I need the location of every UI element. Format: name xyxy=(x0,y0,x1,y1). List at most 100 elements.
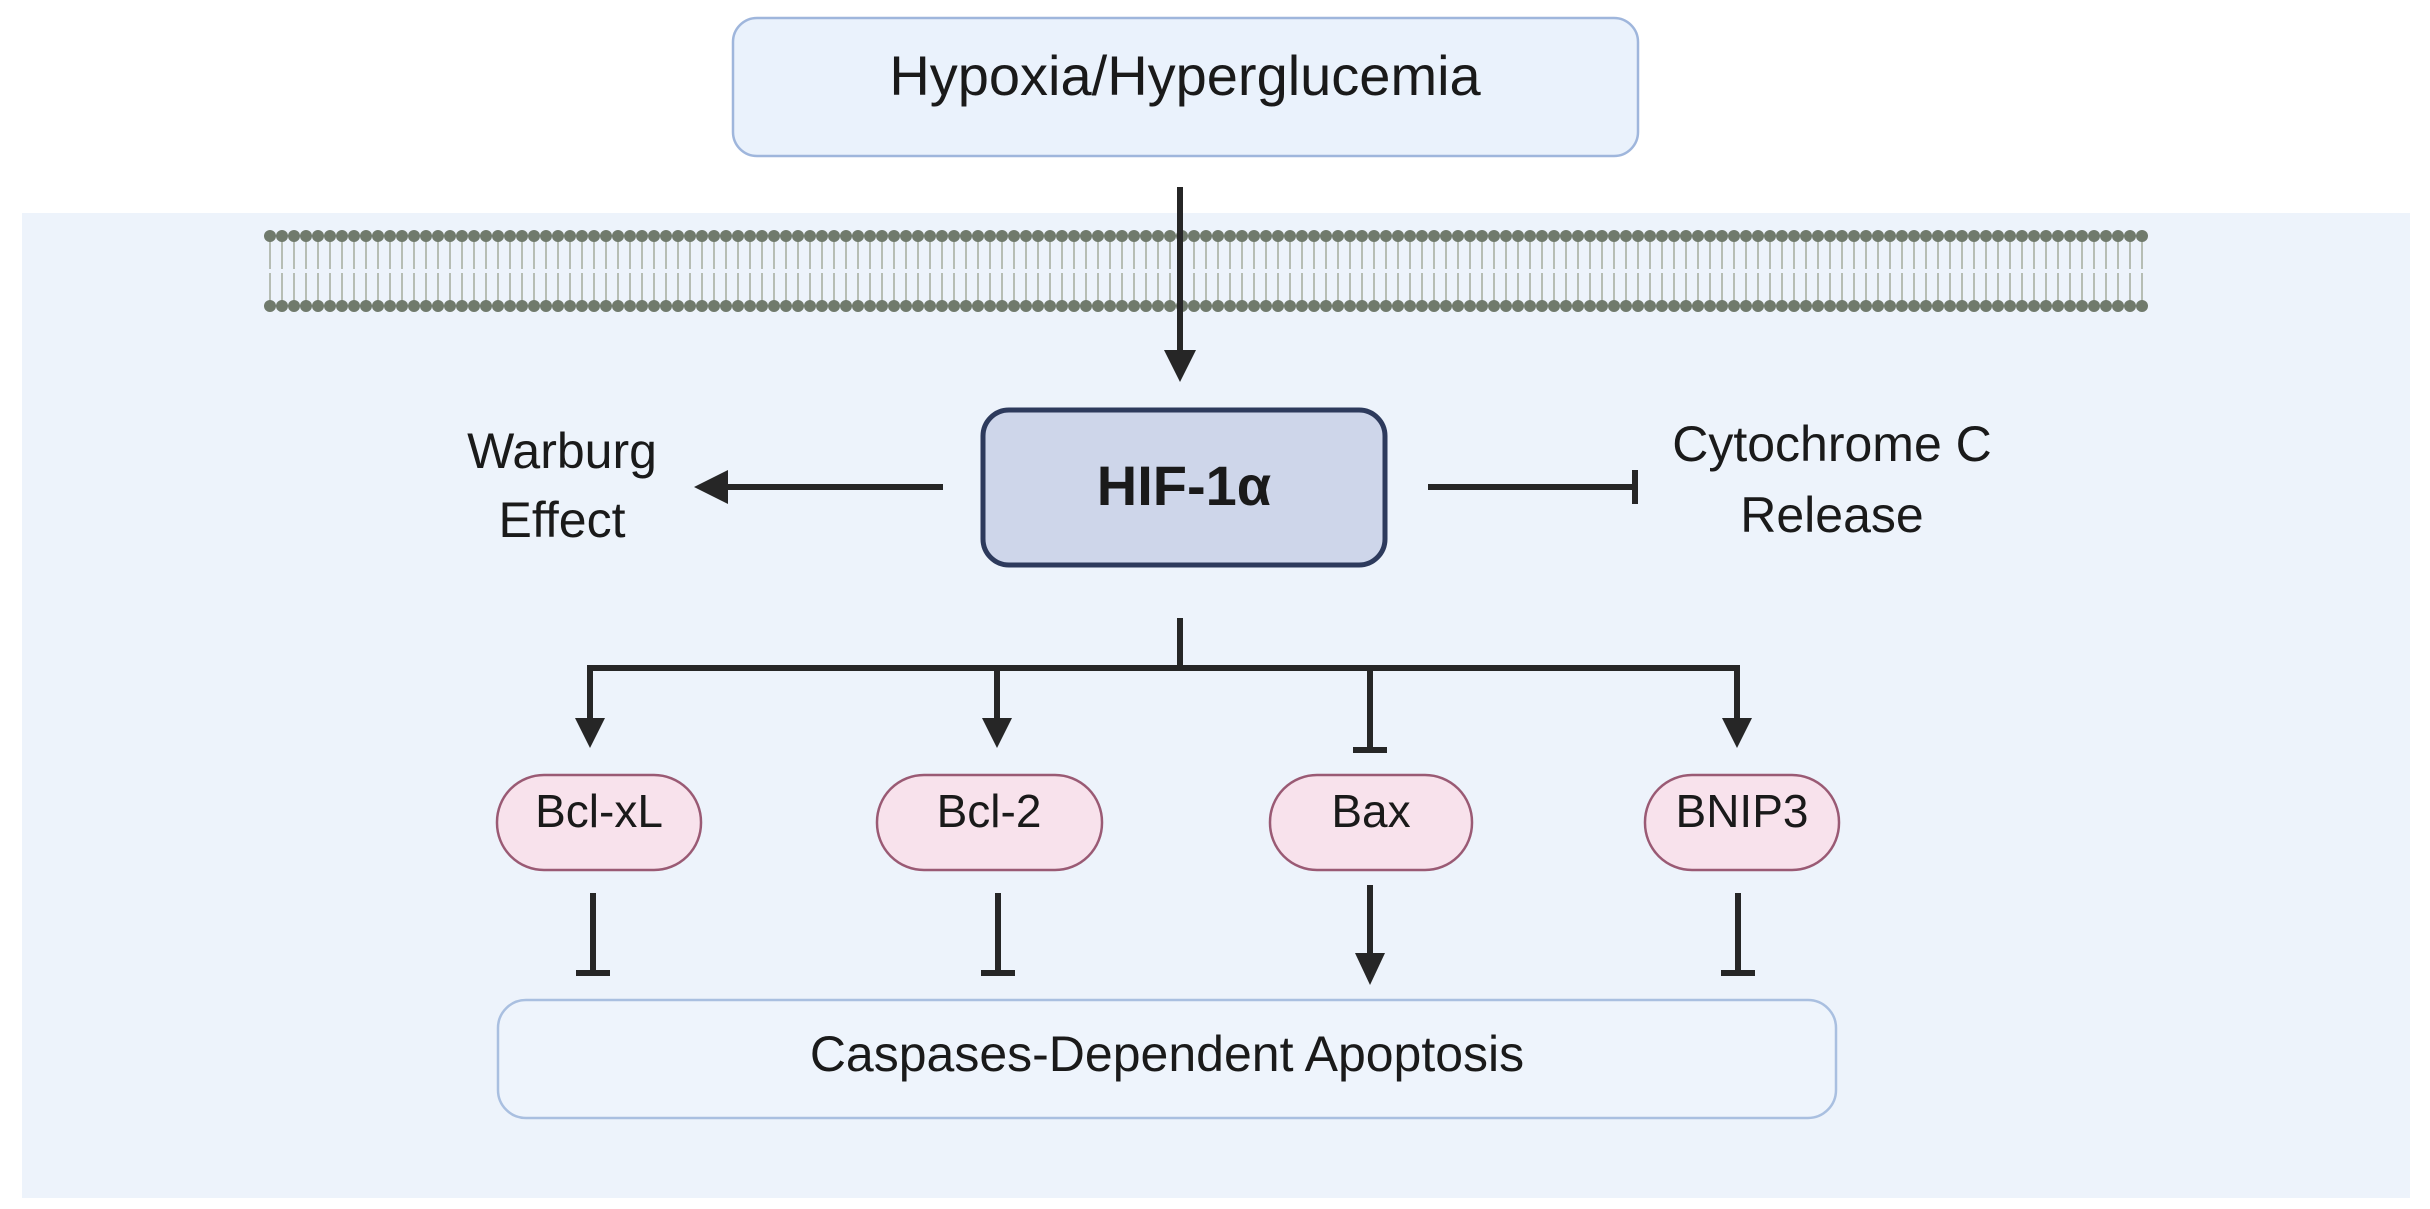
lipid-head xyxy=(1356,230,1368,242)
lipid-head xyxy=(1224,230,1236,242)
lipid-head xyxy=(912,300,924,312)
lipid-head xyxy=(1848,300,1860,312)
lipid-head xyxy=(1020,230,1032,242)
lipid-head xyxy=(996,230,1008,242)
lipid-head xyxy=(540,300,552,312)
lipid-head xyxy=(456,300,468,312)
cell-membrane xyxy=(264,230,2148,312)
lipid-head xyxy=(492,300,504,312)
lipid-head xyxy=(492,230,504,242)
lipid-head xyxy=(1740,300,1752,312)
lipid-head xyxy=(1296,230,1308,242)
lipid-head xyxy=(1920,230,1932,242)
protein-bcl-xl: Bcl-xL xyxy=(495,773,703,872)
lipid-head xyxy=(1056,230,1068,242)
lipid-head xyxy=(996,300,1008,312)
lipid-head xyxy=(1956,300,1968,312)
lipid-head xyxy=(1260,300,1272,312)
lipid-head xyxy=(1512,300,1524,312)
lipid-head xyxy=(1884,230,1896,242)
lipid-head xyxy=(396,300,408,312)
lipid-head xyxy=(1032,300,1044,312)
lipid-head xyxy=(1128,230,1140,242)
lipid-head xyxy=(1560,300,1572,312)
lipid-head xyxy=(1872,230,1884,242)
lipid-head xyxy=(1524,230,1536,242)
lipid-head xyxy=(1944,300,1956,312)
lipid-head xyxy=(2016,300,2028,312)
lipid-head xyxy=(300,230,312,242)
lipid-head xyxy=(1404,230,1416,242)
lipid-head xyxy=(1656,300,1668,312)
lipid-head xyxy=(600,230,612,242)
lipid-head xyxy=(900,230,912,242)
lipid-head xyxy=(792,300,804,312)
lipid-head xyxy=(504,230,516,242)
lipid-head xyxy=(432,230,444,242)
lipid-head xyxy=(1080,300,1092,312)
lipid-head xyxy=(1032,230,1044,242)
lipid-head xyxy=(2052,230,2064,242)
right-effect: Cytochrome C Release xyxy=(1672,416,1992,543)
lipid-head xyxy=(972,300,984,312)
lipid-head xyxy=(1932,230,1944,242)
lipid-head xyxy=(2136,230,2148,242)
lipid-head xyxy=(1728,230,1740,242)
lipid-head xyxy=(1068,230,1080,242)
lipid-head xyxy=(1044,230,1056,242)
lipid-head xyxy=(1500,230,1512,242)
lipid-head xyxy=(1584,300,1596,312)
lipid-head xyxy=(1992,230,2004,242)
protein-pill xyxy=(495,773,703,872)
lipid-head xyxy=(1692,230,1704,242)
lipid-head xyxy=(396,230,408,242)
lipid-head xyxy=(2100,230,2112,242)
lipid-head xyxy=(264,230,276,242)
lipid-head xyxy=(672,300,684,312)
lipid-head xyxy=(2004,230,2016,242)
lipid-head xyxy=(732,230,744,242)
lipid-head xyxy=(636,300,648,312)
lipid-head xyxy=(1584,230,1596,242)
lipid-head xyxy=(972,230,984,242)
lipid-head xyxy=(1548,300,1560,312)
lipid-head xyxy=(840,300,852,312)
lipid-head xyxy=(1440,230,1452,242)
lipid-head xyxy=(2112,230,2124,242)
lipid-head xyxy=(1944,230,1956,242)
lipid-head xyxy=(1620,230,1632,242)
protein-bax: Bax xyxy=(1268,773,1474,872)
lipid-head xyxy=(1740,230,1752,242)
lipid-head xyxy=(1236,300,1248,312)
lipid-head xyxy=(564,300,576,312)
lipid-head xyxy=(1332,230,1344,242)
lipid-head xyxy=(720,300,732,312)
lipid-head xyxy=(1764,230,1776,242)
protein-pill xyxy=(875,773,1104,872)
lipid-head xyxy=(1092,230,1104,242)
lipid-head xyxy=(1476,300,1488,312)
lipid-head xyxy=(1896,230,1908,242)
left-effect-line2: Effect xyxy=(499,492,626,548)
lipid-head xyxy=(792,230,804,242)
lipid-head xyxy=(1956,230,1968,242)
lipid-head xyxy=(1644,230,1656,242)
lipid-head xyxy=(876,230,888,242)
trigger-box xyxy=(731,16,1640,158)
lipid-head xyxy=(576,300,588,312)
hub-box xyxy=(980,407,1388,568)
lipid-head xyxy=(840,230,852,242)
lipid-head xyxy=(516,300,528,312)
lipid-head xyxy=(2124,300,2136,312)
lipid-head xyxy=(1596,230,1608,242)
lipid-head xyxy=(1608,300,1620,312)
lipid-head xyxy=(372,230,384,242)
lipid-head xyxy=(2004,300,2016,312)
lipid-head xyxy=(612,230,624,242)
lipid-head xyxy=(648,300,660,312)
lipid-head xyxy=(1644,300,1656,312)
lipid-head xyxy=(828,230,840,242)
lipid-head xyxy=(480,230,492,242)
